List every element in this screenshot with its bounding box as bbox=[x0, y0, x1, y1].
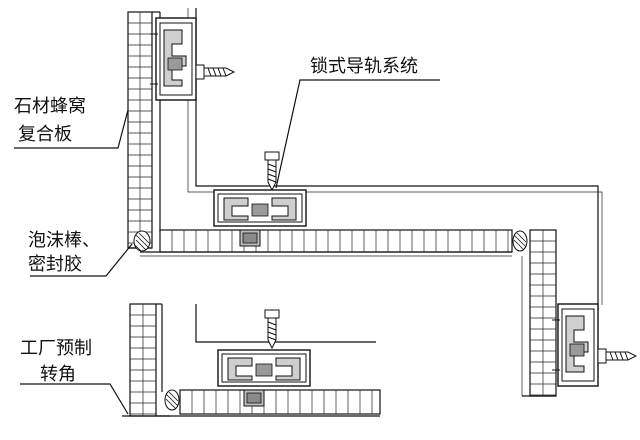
vertical-honeycomb-panel-top bbox=[127, 11, 161, 249]
vertical-honeycomb-panel-bottom bbox=[122, 303, 170, 417]
horizontal-honeycomb-panel-bottom bbox=[156, 389, 381, 417]
wall-outline-bottom bbox=[195, 304, 376, 343]
leader-honeycomb bbox=[14, 109, 129, 149]
foam-rod-left bbox=[133, 230, 151, 252]
rail-bracket-bottom bbox=[217, 349, 311, 387]
leader-factory-corner bbox=[20, 383, 129, 415]
leader-rail-system bbox=[275, 79, 440, 189]
vertical-honeycomb-panel-right bbox=[521, 229, 557, 397]
foam-rod-bottom bbox=[164, 389, 180, 411]
label-rail-system: 锁式导轨系统 bbox=[310, 56, 418, 77]
rail-bracket-middle bbox=[213, 189, 307, 227]
label-honeycomb-line2: 复合板 bbox=[18, 124, 72, 145]
label-honeycomb-line1: 石材蜂窝 bbox=[14, 96, 86, 117]
bolt-bottom bbox=[243, 389, 265, 407]
label-foam-line1: 泡沫棒、 bbox=[28, 230, 100, 251]
leader-foam-sealant bbox=[30, 243, 133, 277]
label-corner-line1: 工厂预制 bbox=[20, 338, 92, 359]
label-foam-line2: 密封胶 bbox=[28, 254, 82, 275]
rail-bracket-top bbox=[149, 17, 197, 101]
foam-rod-right bbox=[512, 230, 528, 252]
bolt-middle bbox=[239, 229, 261, 247]
screw-top bbox=[195, 64, 235, 80]
screw-right bbox=[597, 348, 637, 364]
rail-bracket-right bbox=[551, 303, 599, 387]
label-corner-line2: 转角 bbox=[40, 364, 76, 385]
horizontal-honeycomb-panel-middle bbox=[140, 229, 513, 257]
